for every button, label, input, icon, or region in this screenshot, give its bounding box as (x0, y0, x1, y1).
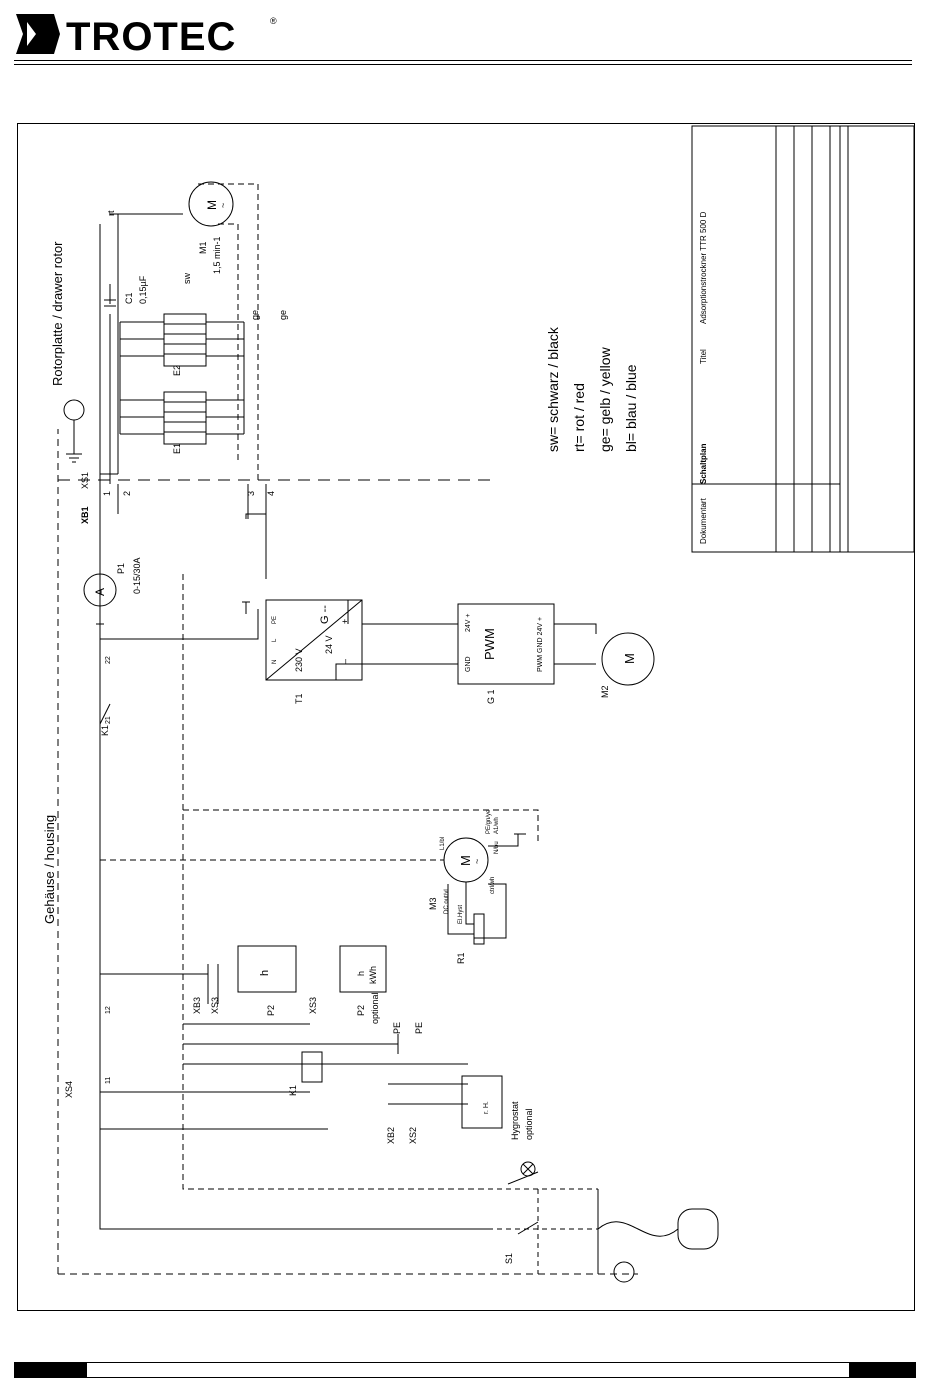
hygrostat-optional: optional (524, 1108, 534, 1140)
xs3-label: XS3 (210, 997, 220, 1014)
pin-label: 2 (122, 491, 132, 496)
k1-pin: 12 (105, 1006, 112, 1014)
legend-item: sw= schwarz / black (545, 326, 561, 452)
t1-n: N (272, 660, 278, 664)
brand-name: TROTEC (66, 15, 236, 58)
k1-coil-label: K1 (288, 1085, 298, 1096)
pe-label: PE (392, 1022, 402, 1034)
p2-optional: optional (370, 992, 380, 1024)
g1-label: G 1 (486, 689, 496, 704)
g1-24v: 24V + (465, 614, 472, 633)
ammeter-range: 0-15/30A (132, 557, 142, 594)
footer-bar (14, 1362, 916, 1378)
legend-item: ge= gelb / yellow (597, 346, 613, 452)
hygrostat-rh: r. H. (483, 1101, 490, 1114)
header-rule-thin (14, 64, 912, 65)
t1-dc-symbol: G -- (319, 605, 331, 624)
tb-key: Titel (699, 349, 708, 364)
pin-label: 1 (102, 491, 112, 496)
xs3-label: XS3 (308, 997, 318, 1014)
wire-ge: ge (278, 310, 288, 320)
ammeter-symbol: A (93, 588, 107, 596)
pin-label: 4 (266, 491, 276, 496)
heater-e2: E2 (172, 365, 182, 376)
wire-rt: rt (106, 210, 116, 216)
heater-e1: E1 (172, 443, 182, 454)
section-rotor-label: Rotorplatte / drawer rotor (50, 241, 65, 386)
tb-value: Schaltplan (699, 443, 708, 484)
section-housing-label: Gehäuse / housing (42, 815, 57, 924)
m3-l1: L1/bl (440, 837, 446, 850)
c1-value: 0,15µF (138, 275, 148, 304)
r1-label: R1 (456, 952, 466, 964)
xs4-label: XS4 (64, 1081, 74, 1098)
m2-label: M2 (600, 685, 610, 698)
m3-label: M3 (428, 897, 438, 910)
k1-pin: 21 (105, 716, 112, 724)
footer-block-left (15, 1363, 87, 1377)
schematic-sheet: Rotorplatte / drawer rotor Gehäuse / hou… (17, 123, 915, 1311)
m1-label: M1 (198, 241, 208, 254)
pin-label: 3 (246, 491, 256, 496)
t1-l: L (272, 638, 278, 642)
g1-output: PWM GND 24V + (537, 617, 544, 672)
tb-label: Dokumentart (699, 497, 708, 544)
p2-opt-label: P2 (356, 1005, 366, 1016)
wiring-diagram: Rotorplatte / drawer rotor Gehäuse / hou… (42, 125, 915, 1283)
brand-reg: ® (270, 16, 277, 26)
xb2-label: XB2 (386, 1127, 396, 1144)
m3-tilde: ~ (472, 859, 482, 864)
m3-n: N/bu (494, 841, 500, 854)
wire-sw: sw (182, 273, 192, 285)
m3-ctrl: ctrl/wh (490, 877, 496, 894)
trotec-logo: TROTEC ® (16, 14, 277, 58)
tb-title: Adsorptionstrockner TTR 500 D (699, 211, 708, 324)
xb1-label: XB1 (80, 506, 90, 524)
t1-minus: – (340, 659, 350, 664)
m3-a1: A1/wh (494, 817, 500, 834)
m1-speed: 1,5 min-1 (212, 236, 222, 274)
c1-label: C1 (124, 292, 134, 304)
pe-label: PE (414, 1022, 424, 1034)
header-rule (14, 60, 912, 61)
hygrostat-label: Hygrostat (510, 1101, 520, 1140)
xs2-label: XS2 (408, 1127, 418, 1144)
wire-ge: ge (250, 310, 260, 320)
p2-label: P2 (266, 1005, 276, 1016)
g1-gnd: GND (465, 656, 472, 672)
k1-pin: 22 (105, 656, 112, 664)
legend-item: rt= rot / red (571, 383, 587, 452)
p2-kwh: kWh (368, 966, 378, 984)
xb3-label: XB3 (192, 997, 202, 1014)
p2-hours: h (259, 970, 271, 976)
t1-pe: PE (272, 616, 278, 624)
k1-pin: 11 (105, 1077, 112, 1084)
m3-hyst: El.Hyst (458, 905, 464, 924)
t1-24v: 24 V (324, 635, 334, 654)
legend-item: bl= blau / blue (623, 364, 639, 452)
footer-block-right (849, 1363, 915, 1377)
t1-label: T1 (294, 693, 304, 704)
g1-pwm: PWM (482, 628, 497, 660)
m3-dc-out: DC out/vl (444, 889, 450, 914)
m3-pe: PE/gn/ye (486, 809, 492, 834)
ammeter-label: P1 (116, 563, 126, 574)
s1-label: S1 (504, 1253, 514, 1264)
xs1-label: XS1 (80, 472, 90, 489)
m1-tilde: ~ (218, 203, 228, 208)
p2-opt-hours: h (356, 971, 366, 976)
k1-label: K1 (100, 725, 110, 736)
t1-plus: + (340, 619, 350, 624)
m1-symbol: M (205, 200, 219, 210)
t1-230v: 230 V (294, 648, 304, 672)
m3-symbol: M (458, 855, 473, 866)
m2-symbol: M (622, 653, 637, 664)
